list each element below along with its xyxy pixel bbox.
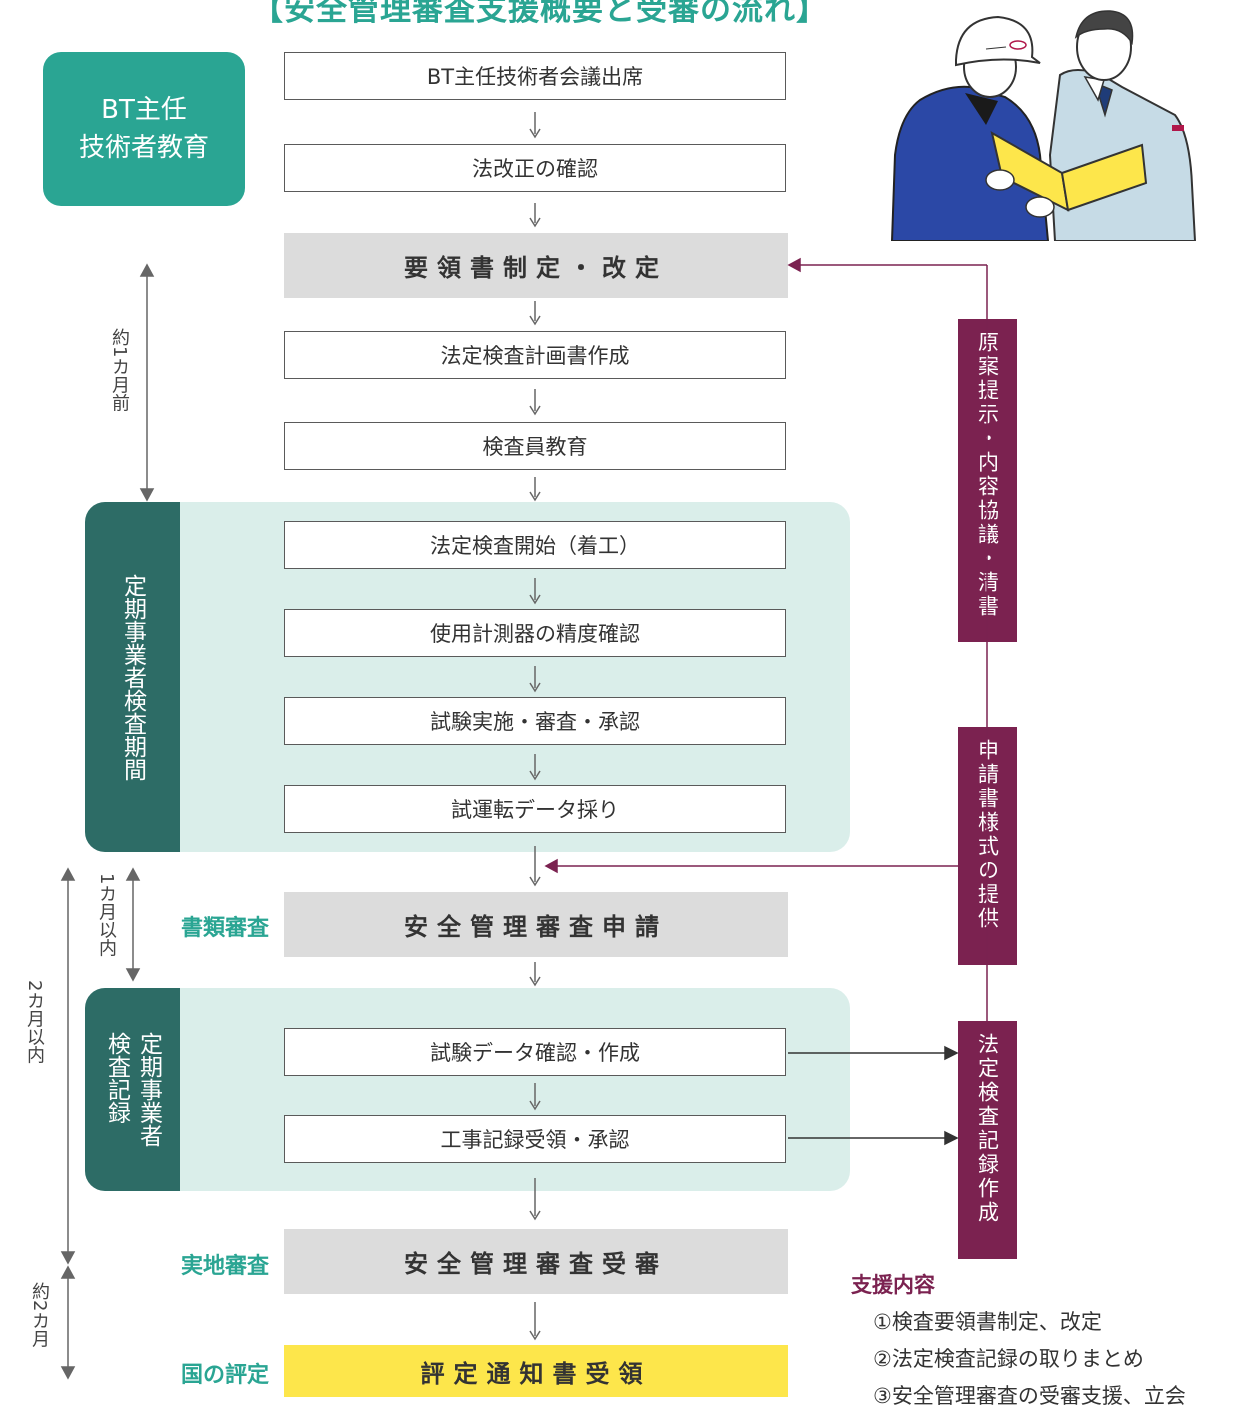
timeline-within-two-months: 2カ月以内 bbox=[24, 980, 45, 1064]
step-instruments: 使用計測器の精度確認 bbox=[284, 609, 786, 657]
page-title: 【安全管理審査支援概要と受審の流れ】 bbox=[252, 0, 828, 28]
step-manual: 要領書制定・改定 bbox=[284, 233, 788, 298]
support-box-record: 法定検査記録作成 bbox=[958, 1021, 1017, 1259]
yellow-folder bbox=[985, 131, 1148, 218]
label-document-review: 書類審査 bbox=[181, 916, 270, 941]
support-item-1: ①検査要領書制定、改定 bbox=[873, 1310, 1102, 1334]
bt-education-line2: 技術者教育 bbox=[78, 133, 209, 163]
inspection-record-tab: 定期事業者 検査記録 bbox=[85, 988, 180, 1191]
step-start: 法定検査開始（着工） bbox=[284, 521, 786, 569]
worker-left-figure bbox=[890, 15, 1050, 241]
step-notice: 評定通知書受領 bbox=[284, 1345, 788, 1397]
bt-education-line1: BT主任 bbox=[101, 95, 187, 125]
step-plan: 法定検査計画書作成 bbox=[284, 331, 786, 379]
step-test-data-confirm: 試験データ確認・作成 bbox=[284, 1028, 786, 1076]
step-law-check: 法改正の確認 bbox=[284, 144, 786, 192]
step-trial-data: 試運転データ採り bbox=[284, 785, 786, 833]
step-test-execution: 試験実施・審査・承認 bbox=[284, 697, 786, 745]
support-item-2: ②法定検査記録の取りまとめ bbox=[873, 1347, 1144, 1371]
support-box-record-label: 法定検査記録作成 bbox=[975, 1033, 1000, 1225]
inspection-record-label-col1: 定期事業者 bbox=[135, 1032, 162, 1147]
label-national-rating: 国の評定 bbox=[181, 1363, 270, 1388]
bt-education-box: BT主任 技術者教育 bbox=[43, 52, 245, 206]
inspection-period-label: 定期事業者検査期間 bbox=[119, 573, 146, 781]
timeline-within-one-month: 1カ月以内 bbox=[96, 873, 117, 957]
arrow-head bbox=[529, 128, 541, 139]
timeline-about-two-months: 約2カ月 bbox=[29, 1282, 50, 1348]
inspection-period-tab: 定期事業者検査期間 bbox=[85, 502, 180, 852]
step-work-record: 工事記録受領・承認 bbox=[284, 1115, 786, 1163]
support-title: 支援内容 bbox=[851, 1273, 935, 1297]
support-item-3: ③安全管理審査の受審支援、立会 bbox=[873, 1384, 1186, 1408]
label-onsite-review: 実地審査 bbox=[181, 1254, 270, 1279]
timeline-one-month-before: 約1カ月前 bbox=[109, 328, 130, 412]
step-inspector-education: 検査員教育 bbox=[284, 422, 786, 470]
step-application: 安全管理審査申請 bbox=[284, 892, 788, 957]
workers-illustration bbox=[890, 10, 1197, 241]
step-audit: 安全管理審査受審 bbox=[284, 1229, 788, 1294]
step-bt-meeting: BT主任技術者会議出席 bbox=[284, 52, 786, 100]
inspection-record-label-col2: 検査記録 bbox=[103, 1032, 130, 1124]
